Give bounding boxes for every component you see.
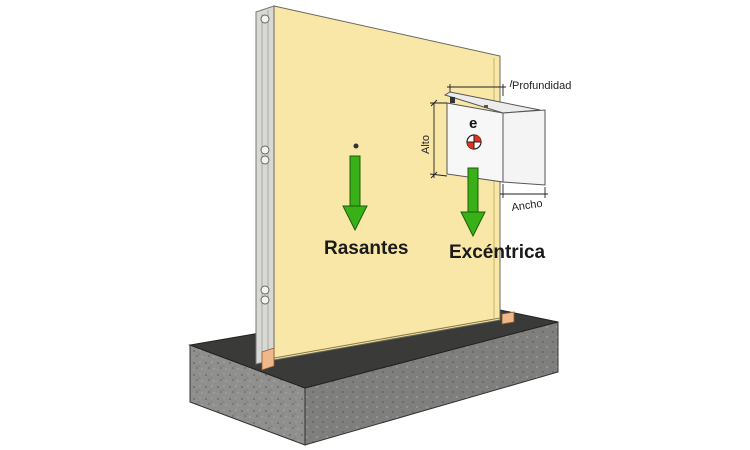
shim-back [501, 311, 515, 325]
panel-edge-holes [260, 14, 270, 305]
shim-front [261, 347, 275, 371]
panel-bottom-line [273, 317, 501, 359]
eccentricity-symbol: e [469, 115, 477, 132]
flush-load-arrow [342, 143, 368, 232]
center-of-gravity-icon [466, 134, 482, 150]
box-clip-icon [484, 105, 488, 108]
wall-panel [255, 5, 501, 365]
flush-load-point [353, 143, 359, 149]
eccentric-load-label: Excéntrica [449, 242, 546, 263]
shims [261, 311, 515, 371]
dimension-lines [429, 79, 548, 198]
height-label: Alto [420, 135, 432, 154]
box-side-face [502, 109, 546, 186]
width-label: Ancho [511, 198, 544, 214]
panel-side-edge [255, 5, 275, 365]
eccentric-load-box: e [443, 91, 546, 186]
panel-face [273, 5, 501, 361]
box-clip-icon [450, 97, 455, 103]
depth-label: Profundidad [512, 80, 571, 92]
flush-load-label: Rasantes [324, 238, 409, 259]
eccentric-load-arrow [460, 167, 486, 238]
